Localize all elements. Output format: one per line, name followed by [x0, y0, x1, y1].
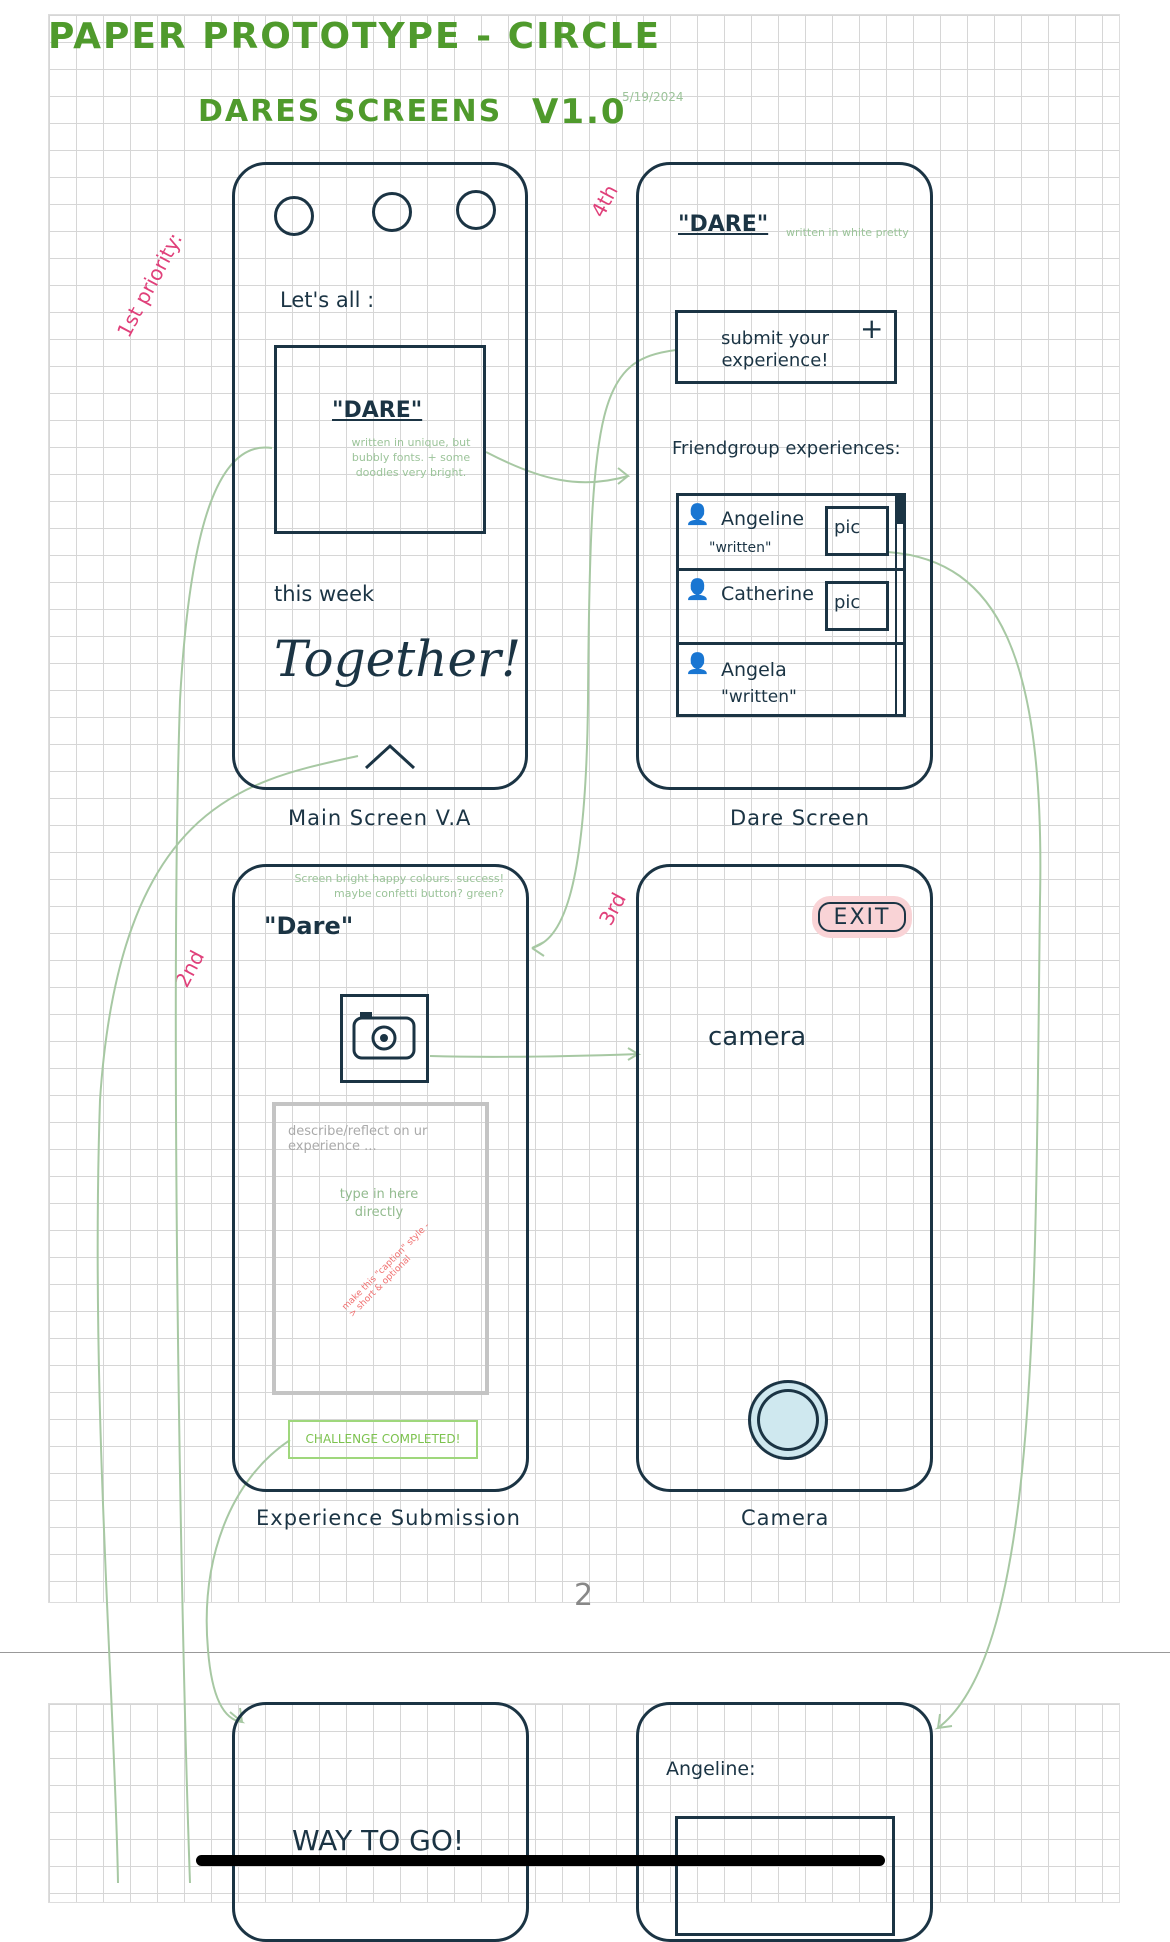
friend-list-item[interactable]: 👤 Angela "written"	[679, 645, 903, 714]
date: 5/19/2024	[622, 90, 684, 104]
plus-icon: +	[860, 312, 884, 345]
page-title: PAPER PROTOTYPE - CIRCLE	[48, 16, 662, 57]
camera-screen-label: Camera	[741, 1506, 830, 1530]
dare-screen-frame	[636, 162, 933, 790]
friend-name: Angela	[721, 659, 787, 681]
connector-pic-to-angeline	[887, 551, 1042, 1730]
friend-sub: "written"	[709, 540, 772, 556]
dare-font-note: written in unique, but bubbly fonts. + s…	[351, 436, 471, 479]
main-screen-label: Main Screen V.A	[288, 806, 472, 830]
type-here-note: type in here directly	[339, 1187, 419, 1220]
dare-screen-note: written in white pretty	[786, 226, 909, 239]
user-icon: 👤	[685, 502, 710, 526]
connector-box-to-submission	[174, 446, 273, 1883]
camera-screen-frame	[636, 864, 933, 1492]
friend-list-item[interactable]: 👤 Catherine pic	[679, 571, 903, 645]
user-icon: 👤	[685, 651, 710, 675]
connector-chevron	[96, 755, 359, 1883]
submit-experience-text: submit your experience!	[721, 328, 829, 371]
angeline-content-box	[675, 1816, 895, 1936]
friend-pic[interactable]: pic	[825, 581, 889, 631]
experience-placeholder: describe/reflect on ur experience ...	[288, 1124, 428, 1154]
submission-dare-title: "Dare"	[264, 912, 354, 940]
way-to-go-text: WAY TO GO!	[292, 1824, 465, 1857]
dare-screen-title: "DARE"	[678, 212, 769, 237]
version: V1.0	[532, 92, 627, 132]
submission-color-note: Screen bright happy colours. success! ma…	[294, 872, 504, 900]
submit-experience-button[interactable]	[675, 310, 897, 384]
friend-pic[interactable]: pic	[825, 506, 889, 556]
page-number: 2	[574, 1578, 594, 1613]
camera-viewfinder-text: camera	[708, 1022, 807, 1052]
user-icon: 👤	[685, 577, 710, 601]
dare-card[interactable]	[274, 345, 486, 534]
chevron-up-icon[interactable]	[364, 742, 416, 770]
lets-all-text: Let's all :	[280, 288, 375, 312]
main-screen-frame	[232, 162, 528, 790]
friend-name: Catherine	[721, 583, 814, 605]
page-divider	[0, 1652, 1170, 1653]
friend-list: 👤 Angeline "written" pic 👤 Catherine pic…	[676, 493, 906, 717]
connector-main-to-dare	[485, 451, 631, 485]
friend-list-scrollbar[interactable]	[895, 496, 903, 714]
experience-textarea[interactable]	[272, 1102, 489, 1395]
page-subtitle: DARES SCREENS	[198, 94, 503, 129]
flow-connectors	[96, 349, 1042, 1883]
camera-button[interactable]	[340, 994, 429, 1083]
home-indicator[interactable]	[196, 1855, 885, 1866]
friend-list-item[interactable]: 👤 Angeline "written" pic	[679, 496, 903, 571]
dare-screen-label: Dare Screen	[730, 806, 871, 830]
together-text: Together!	[274, 630, 522, 688]
submission-screen-frame	[232, 864, 529, 1492]
camera-icon	[352, 1012, 416, 1060]
dare-title: "DARE"	[332, 398, 423, 423]
challenge-completed-button[interactable]: CHALLENGE COMPLETED!	[288, 1420, 478, 1459]
friend-name: Angeline	[721, 508, 805, 530]
nav-circle-1[interactable]	[274, 196, 314, 236]
this-week-text: this week	[274, 582, 375, 606]
exit-button[interactable]: EXIT	[812, 896, 912, 938]
nav-circle-3[interactable]	[456, 190, 496, 230]
friend-sub: "written"	[721, 687, 797, 707]
nav-circle-2[interactable]	[372, 192, 412, 232]
submission-screen-label: Experience Submission	[256, 1506, 521, 1530]
grid-page-bottom	[48, 1703, 1120, 1903]
friendgroup-header: Friendgroup experiences:	[672, 438, 901, 459]
shutter-button[interactable]	[748, 1380, 828, 1460]
way-to-go-screen-frame	[232, 1702, 529, 1942]
angeline-title: Angeline:	[666, 1758, 756, 1780]
connector-submit-to-submission	[531, 349, 677, 957]
